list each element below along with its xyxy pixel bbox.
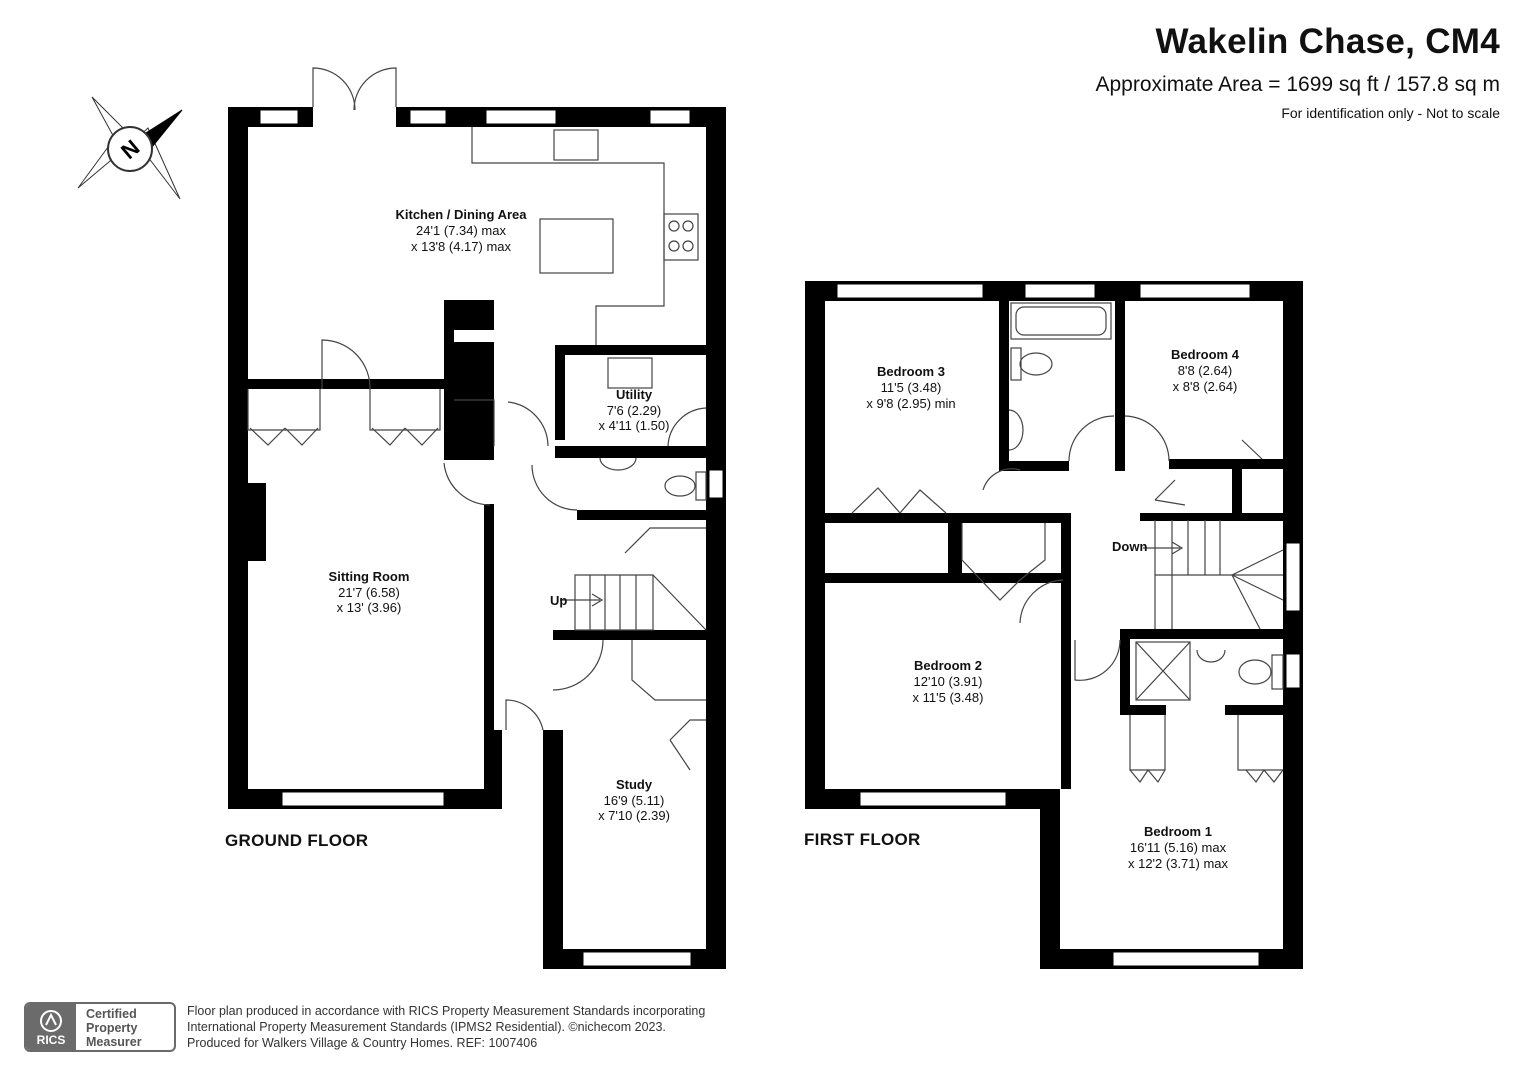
badge-line: Measurer — [86, 1035, 142, 1049]
plan-title: Wakelin Chase, CM4 — [1155, 22, 1500, 61]
rics-org-text: RICS — [36, 1033, 66, 1047]
room-label-study: Study 16'9 (5.11) x 7'10 (2.39) — [598, 777, 670, 823]
room-dimension: x 8'8 (2.64) — [1173, 379, 1238, 394]
rics-certified-badge: RICS Certified Property Measurer — [24, 1002, 176, 1052]
room-name: Sitting Room — [329, 569, 410, 584]
room-name: Utility — [616, 387, 653, 402]
stairs-up-label: Up — [550, 593, 567, 608]
room-label-utility: Utility 7'6 (2.29) x 4'11 (1.50) — [599, 387, 670, 433]
room-dimension: x 13'8 (4.17) max — [411, 239, 512, 254]
room-dimension: x 7'10 (2.39) — [598, 808, 670, 823]
footer-line: Produced for Walkers Village & Country H… — [187, 1036, 538, 1050]
badge-line: Property — [86, 1021, 138, 1035]
room-label-sitting-room: Sitting Room 21'7 (6.58) x 13' (3.96) — [329, 569, 410, 615]
room-dimension: 12'10 (3.91) — [914, 674, 983, 689]
room-dimension: 7'6 (2.29) — [607, 403, 662, 418]
footer-disclaimer: Floor plan produced in accordance with R… — [187, 1003, 705, 1051]
room-label-bedroom-2: Bedroom 2 12'10 (3.91) x 11'5 (3.48) — [913, 658, 984, 705]
badge-line: Certified — [86, 1007, 137, 1021]
room-name: Bedroom 4 — [1171, 347, 1240, 362]
rics-logo: RICS — [26, 1004, 76, 1050]
compass-icon: N — [77, 96, 183, 200]
ground-floor-fixtures — [247, 67, 707, 771]
room-name: Bedroom 3 — [877, 364, 945, 379]
room-dimension: x 13' (3.96) — [337, 600, 402, 615]
room-dimension: x 4'11 (1.50) — [599, 418, 670, 433]
ground-floor-windows — [259, 109, 724, 967]
footer-line: Floor plan produced in accordance with R… — [187, 1004, 706, 1018]
room-dimension: 24'1 (7.34) max — [416, 223, 506, 238]
room-name: Kitchen / Dining Area — [396, 207, 528, 222]
room-dimension: 21'7 (6.58) — [338, 585, 400, 600]
room-name: Bedroom 1 — [1144, 824, 1212, 839]
footer-line: International Property Measurement Stand… — [187, 1020, 666, 1034]
room-label-kitchen: Kitchen / Dining Area 24'1 (7.34) max x … — [396, 207, 528, 254]
room-dimension: 11'5 (3.48) — [881, 380, 942, 395]
first-floor-windows — [836, 283, 1301, 967]
first-floor-label: FIRST FLOOR — [804, 830, 921, 849]
room-label-bedroom-4: Bedroom 4 8'8 (2.64) x 8'8 (2.64) — [1171, 347, 1240, 394]
stairs-down-label: Down — [1112, 539, 1147, 554]
rics-emblem-icon — [40, 1010, 62, 1032]
room-dimension: x 12'2 (3.71) max — [1128, 856, 1229, 871]
room-dimension: x 9'8 (2.95) min — [866, 396, 955, 411]
room-name: Study — [616, 777, 653, 792]
room-name: Bedroom 2 — [914, 658, 982, 673]
first-floor-fixtures — [851, 302, 1284, 784]
certified-property-measurer: Certified Property Measurer — [86, 1007, 142, 1049]
room-dimension: 8'8 (2.64) — [1178, 363, 1233, 378]
room-label-bedroom-1: Bedroom 1 16'11 (5.16) max x 12'2 (3.71)… — [1128, 824, 1229, 871]
room-dimension: 16'9 (5.11) — [604, 793, 665, 808]
approximate-area: Approximate Area = 1699 sq ft / 157.8 sq… — [1095, 73, 1501, 96]
identification-note: For identification only - Not to scale — [1281, 105, 1500, 121]
room-label-bedroom-3: Bedroom 3 11'5 (3.48) x 9'8 (2.95) min — [866, 364, 955, 411]
room-dimension: 16'11 (5.16) max — [1130, 840, 1227, 855]
room-dimension: x 11'5 (3.48) — [913, 690, 984, 705]
ground-floor-label: GROUND FLOOR — [225, 831, 369, 850]
